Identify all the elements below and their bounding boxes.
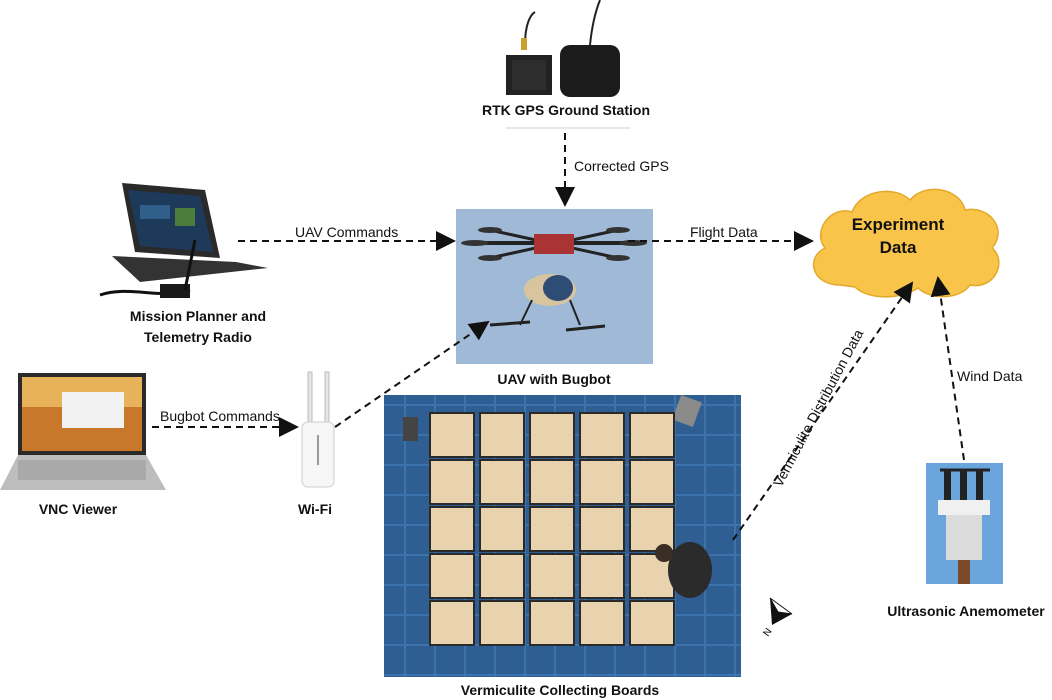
rtk-gps-device-icon [506, 0, 620, 97]
collecting-board [429, 506, 475, 552]
collecting-board [529, 506, 575, 552]
collecting-board [579, 412, 625, 458]
corrected-gps-label: Corrected GPS [574, 158, 669, 174]
collecting-board [429, 412, 475, 458]
boards-photo [384, 395, 741, 677]
laptop-icon [99, 183, 268, 298]
collecting-board [529, 412, 575, 458]
rtk-gps-label: RTK GPS Ground Station [482, 102, 650, 118]
collecting-board [579, 506, 625, 552]
collecting-board [529, 600, 575, 646]
flight-data-label: Flight Data [690, 224, 758, 240]
collecting-board [429, 459, 475, 505]
boards-label: Vermiculite Collecting Boards [460, 682, 660, 698]
collecting-board [479, 459, 525, 505]
compass-north-label: N [761, 626, 774, 638]
wind-data-label: Wind Data [957, 368, 1023, 384]
vnc-viewer-label: VNC Viewer [38, 501, 118, 517]
collecting-board [629, 600, 675, 646]
cloud-shape [813, 188, 1000, 298]
collecting-board [579, 553, 625, 599]
wifi-label: Wi-Fi [297, 501, 333, 517]
collecting-board [629, 506, 675, 552]
collecting-board [629, 459, 675, 505]
collecting-board [529, 459, 575, 505]
collecting-board [629, 412, 675, 458]
uav-commands-label: UAV Commands [295, 224, 399, 240]
mission-planner-label: Mission Planner and Telemetry Radio [129, 308, 267, 345]
collecting-board [479, 553, 525, 599]
uav-photo [456, 209, 653, 364]
uav-label: UAV with Bugbot [497, 371, 611, 387]
experiment-data-label: Experiment Data [851, 215, 945, 257]
connectors [152, 133, 965, 541]
wifi-router-icon [301, 371, 335, 488]
collecting-board [429, 553, 475, 599]
collecting-board [579, 600, 625, 646]
collecting-board [579, 459, 625, 505]
collecting-board [429, 600, 475, 646]
bugbot-commands-label: Bugbot Commands [160, 408, 280, 424]
collecting-board [479, 506, 525, 552]
compass-icon [769, 597, 793, 625]
vnc-laptop-icon [0, 373, 166, 490]
collecting-board [479, 600, 525, 646]
collecting-board [479, 412, 525, 458]
connector-vermiculite-data [732, 281, 914, 541]
collecting-board [529, 553, 575, 599]
anemometer-photo [926, 463, 1003, 584]
connector-wind-data [930, 276, 965, 461]
connector-wifi-uav [334, 320, 490, 428]
anemometer-label: Ultrasonic Anemometer [887, 603, 1045, 619]
